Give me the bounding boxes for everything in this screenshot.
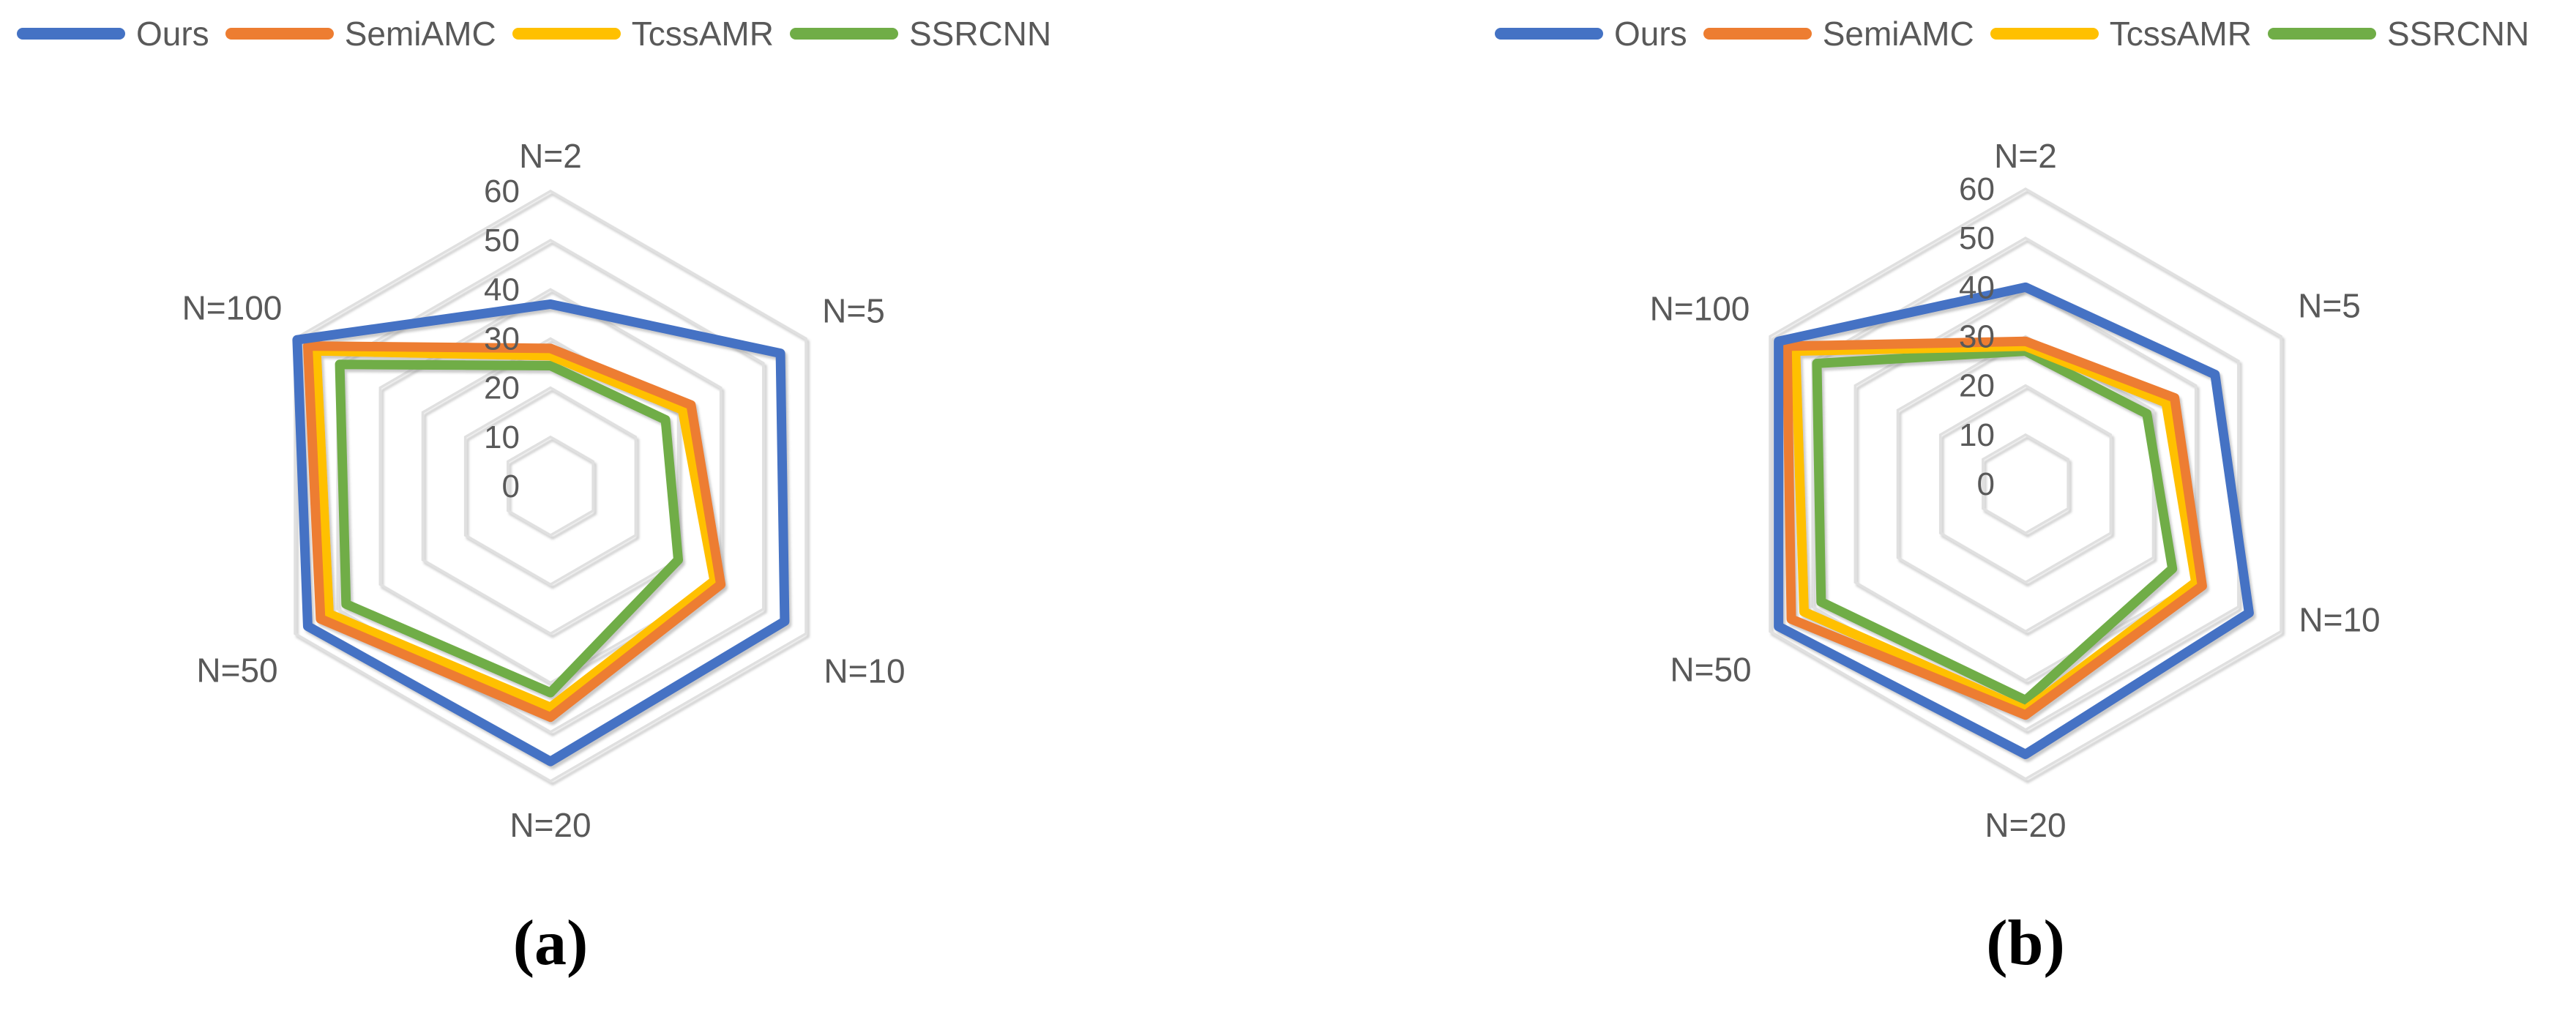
legend-label: TcssAMR <box>2109 15 2252 53</box>
radial-tick-label-0: 0 <box>502 469 520 504</box>
axis-label-N-50: N=50 <box>196 652 277 690</box>
legend-chart-a: Ours SemiAMC TcssAMR SSRCNN <box>17 15 1051 53</box>
legend-label: SemiAMC <box>1822 15 1974 53</box>
grid-ring-30 <box>1896 335 2155 633</box>
radial-tick-label-30: 30 <box>1959 319 1995 355</box>
legend-line-marker <box>1703 28 1812 40</box>
radar-grid <box>1769 187 2282 781</box>
legend-label: SemiAMC <box>344 15 496 53</box>
legend-item-tcssamr: TcssAMR <box>512 17 774 51</box>
radial-tick-label-50: 50 <box>484 223 520 258</box>
grid-ring-40 <box>378 288 723 684</box>
grid-ring-20 <box>1938 384 2113 584</box>
radar-series-group <box>292 299 790 766</box>
grid-ring-40 <box>1853 286 2198 682</box>
legend-item-ours: Ours <box>17 17 209 51</box>
axis-label-N-20: N=20 <box>509 806 591 844</box>
axis-label-N-100: N=100 <box>182 289 283 327</box>
radial-tick-label-50: 50 <box>1959 220 1995 256</box>
axis-label-N-5: N=5 <box>2298 287 2361 325</box>
legend-item-ours: Ours <box>1495 17 1687 51</box>
series-polygon-ours <box>292 299 790 766</box>
legend-item-semiamc: SemiAMC <box>225 17 496 51</box>
legend-line-marker <box>1990 28 2099 40</box>
axis-label-N-50: N=50 <box>1670 651 1751 689</box>
legend-label: TcssAMR <box>631 15 774 53</box>
series-polygon-ssrcnn <box>1812 346 2178 706</box>
legend-chart-b: Ours SemiAMC TcssAMR SSRCNN <box>1495 15 2529 53</box>
legend-label: Ours <box>1614 15 1687 53</box>
legend-label: Ours <box>136 15 209 53</box>
legend-item-ssrcnn: SSRCNN <box>2267 15 2530 53</box>
grid-ring-60 <box>1769 187 2282 781</box>
caption-b: (b) <box>1986 908 2065 979</box>
axis-label-N-20: N=20 <box>1985 806 2066 844</box>
series-polygon-semiamc <box>1782 336 2207 720</box>
legend-item-tcssamr: TcssAMR <box>1990 17 2252 51</box>
radar-chart-a: 0 10 20 30 40 50 60N=2N=5N=10N=20 N=50 N=100 <box>182 137 906 844</box>
series-polygon-tcssamr <box>311 346 720 712</box>
radial-tick-label-10: 10 <box>1959 417 1995 453</box>
radial-tick-label-10: 10 <box>484 419 520 455</box>
grid-ring-10 <box>507 435 594 537</box>
axis-label-N-2: N=2 <box>519 137 582 175</box>
legend-label: SSRCNN <box>908 15 1052 53</box>
axis-label-N-10: N=10 <box>2299 601 2380 639</box>
grid-ring-20 <box>463 386 638 586</box>
radial-tick-label-60: 60 <box>1959 171 1995 207</box>
radial-tick-label-40: 40 <box>1959 269 1995 305</box>
axis-label-N-2: N=2 <box>1994 137 2057 175</box>
legend-line-marker <box>225 28 334 40</box>
grid-ring-50 <box>1811 236 2240 731</box>
series-polygon-ssrcnn <box>335 359 684 698</box>
caption-a: (a) <box>512 908 589 979</box>
axis-label-N-5: N=5 <box>822 292 885 330</box>
legend-item-ssrcnn: SSRCNN <box>789 15 1052 53</box>
axis-label-N-100: N=100 <box>1650 290 1750 328</box>
series-polygon-ours <box>1774 282 2254 759</box>
legend-line-marker <box>512 28 621 40</box>
radial-tick-label-20: 20 <box>1959 368 1995 404</box>
axis-label-N-10: N=10 <box>824 652 905 690</box>
radial-tick-label-40: 40 <box>484 272 520 307</box>
radial-tick-label-0: 0 <box>1977 466 1995 502</box>
legend-line-marker <box>1495 28 1603 40</box>
radial-tick-label-60: 60 <box>484 174 520 209</box>
radial-tick-label-30: 30 <box>484 321 520 357</box>
legend-item-semiamc: SemiAMC <box>1703 17 1974 51</box>
radar-series-group <box>1774 282 2254 759</box>
legend-line-marker <box>17 28 125 40</box>
grid-ring-10 <box>1982 433 2069 535</box>
legend-line-marker <box>789 28 898 40</box>
series-polygon-semiamc <box>302 341 726 723</box>
radar-chart-b: 0 10 20 30 40 50 60N=2N=5N=10N=20 N=50 N=100 <box>1650 137 2381 844</box>
legend-line-marker <box>2267 28 2376 40</box>
radial-tick-label-20: 20 <box>484 370 520 406</box>
legend-label: SSRCNN <box>2386 15 2530 53</box>
